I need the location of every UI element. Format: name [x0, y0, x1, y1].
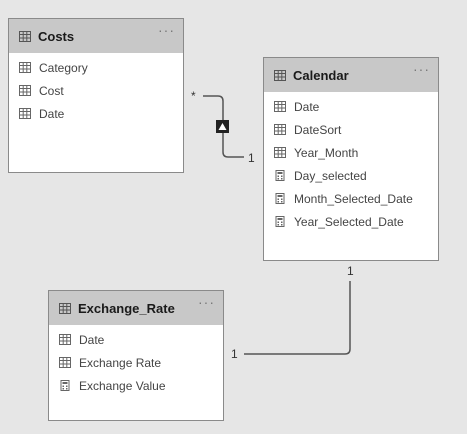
more-options-icon[interactable]: ··· [158, 22, 175, 38]
field-row[interactable]: Month_Selected_Date [264, 187, 438, 210]
field-row[interactable]: Date [264, 95, 438, 118]
calculator-icon [274, 193, 286, 204]
field-row[interactable]: Exchange Rate [49, 351, 223, 374]
field-row[interactable]: Exchange Value [49, 374, 223, 397]
field-name: Cost [39, 83, 64, 98]
calculator-icon [59, 380, 71, 391]
field-row[interactable]: Date [49, 328, 223, 351]
table-title: Exchange_Rate [78, 300, 175, 316]
field-name: Date [79, 332, 105, 347]
field-name: Year_Month [294, 145, 359, 160]
table-header[interactable]: Calendar ··· [264, 58, 438, 92]
field-row[interactable]: DateSort [264, 118, 438, 141]
field-row[interactable]: Date [9, 102, 183, 125]
calculator-icon [274, 170, 286, 181]
table-header[interactable]: Exchange_Rate ··· [49, 291, 223, 325]
field-name: Exchange Rate [79, 355, 162, 370]
cardinality-many-label: * [191, 89, 196, 103]
field-row[interactable]: Cost [9, 79, 183, 102]
table-header[interactable]: Costs ··· [9, 19, 183, 53]
table-icon [59, 302, 71, 314]
field-list: Category Cost Date [9, 53, 183, 125]
table-icon [274, 69, 286, 81]
table-column-icon [274, 124, 286, 135]
field-row[interactable]: Day_selected [264, 164, 438, 187]
field-list: Date Exchange Rate Exchange Value [49, 325, 223, 397]
field-name: Day_selected [294, 168, 367, 183]
field-name: Exchange Value [79, 378, 166, 393]
field-name: Category [39, 60, 88, 75]
table-column-icon [19, 85, 31, 96]
field-row[interactable]: Year_Selected_Date [264, 210, 438, 233]
field-row[interactable]: Year_Month [264, 141, 438, 164]
cardinality-one-label: 1 [248, 151, 255, 165]
more-options-icon[interactable]: ··· [198, 294, 215, 310]
relationship-line-calendar-exchange[interactable] [244, 281, 351, 355]
more-options-icon[interactable]: ··· [413, 61, 430, 77]
table-card-calendar[interactable]: Calendar ··· Date DateSort Year_Month Da… [263, 57, 439, 261]
field-name: Month_Selected_Date [294, 191, 413, 206]
table-column-icon [59, 334, 71, 345]
field-name: Date [39, 106, 65, 121]
table-icon [19, 30, 31, 42]
field-list: Date DateSort Year_Month Day_selected Mo… [264, 92, 438, 233]
table-column-icon [274, 101, 286, 112]
table-column-icon [19, 108, 31, 119]
table-column-icon [274, 147, 286, 158]
cardinality-one-label: 1 [347, 264, 354, 278]
filter-direction-icon [216, 120, 229, 133]
table-title: Costs [38, 28, 75, 44]
calculator-icon [274, 216, 286, 227]
field-name: Date [294, 99, 320, 114]
table-card-exchange-rate[interactable]: Exchange_Rate ··· Date Exchange Rate Exc… [48, 290, 224, 421]
field-row[interactable]: Category [9, 56, 183, 79]
field-name: DateSort [294, 122, 342, 137]
field-name: Year_Selected_Date [294, 214, 404, 229]
cardinality-one-label: 1 [231, 347, 238, 361]
table-title: Calendar [293, 67, 349, 83]
table-column-icon [19, 62, 31, 73]
table-card-costs[interactable]: Costs ··· Category Cost Date [8, 18, 184, 173]
table-column-icon [59, 357, 71, 368]
